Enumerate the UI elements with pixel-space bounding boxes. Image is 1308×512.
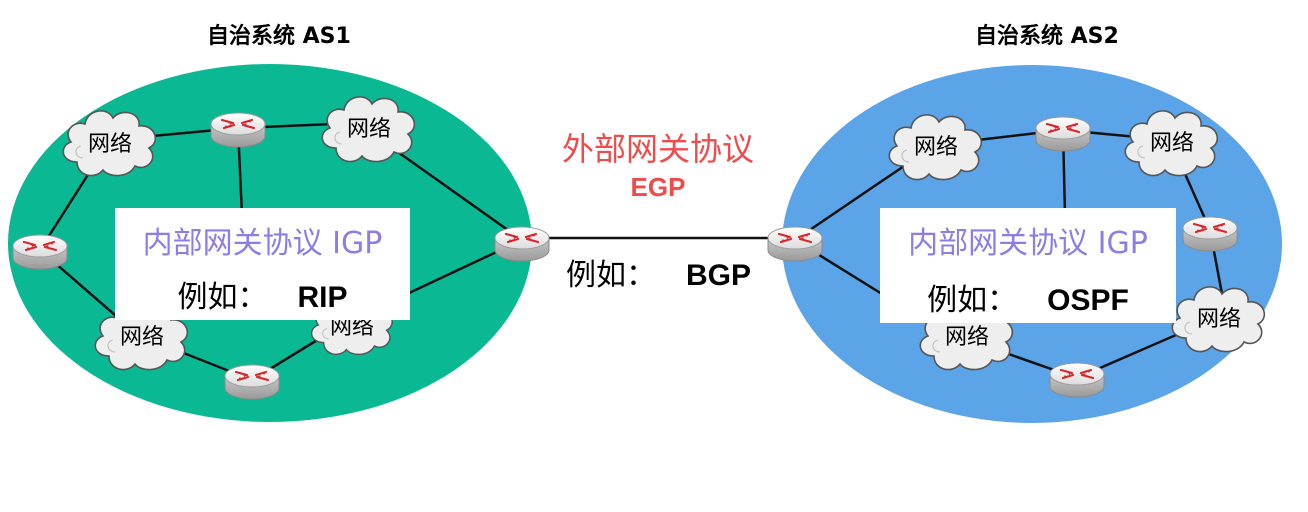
as1-igp-panel: 内部网关协议 IGP 例如： RIP <box>115 208 410 320</box>
cloud-label: 网络 <box>347 117 391 142</box>
egp-abbr: EGP <box>630 172 686 202</box>
cloud-label: 网络 <box>88 132 132 157</box>
as1-igp-label: 内部网关协议 IGP <box>142 226 383 261</box>
router-icon <box>1181 215 1239 253</box>
router-icon <box>11 233 69 271</box>
as1-example: 例如： RIP <box>115 272 410 316</box>
router-icon <box>493 225 551 263</box>
as2-cloud-2: 网络 <box>1124 110 1219 177</box>
router-icon <box>209 111 267 149</box>
router-icon <box>766 225 824 263</box>
cloud-label: 网络 <box>945 325 989 350</box>
as2-example-prefix: 例如： <box>927 283 1018 318</box>
as2-example-value: OSPF <box>1047 284 1129 317</box>
as2-cloud-1: 网络 <box>888 114 983 181</box>
as2-igp-panel: 内部网关协议 IGP 例如： OSPF <box>880 208 1176 323</box>
router-icon <box>1048 361 1106 399</box>
as2-cloud-4: 网络 <box>1171 286 1266 353</box>
egp-example-prefix: 例如： <box>566 258 656 293</box>
as1-title: 自治系统 AS1 <box>207 24 351 49</box>
egp-label: 外部网关协议 <box>561 130 754 168</box>
cloud-label: 网络 <box>120 325 164 350</box>
as1-example-prefix: 例如： <box>177 280 268 315</box>
as2-example: 例如： OSPF <box>880 275 1176 319</box>
router-icon <box>223 363 281 401</box>
as2-igp-label: 内部网关协议 IGP <box>908 226 1148 261</box>
egp-example: 例如： BGP <box>566 250 751 294</box>
router-icon <box>1034 115 1092 153</box>
as2-title: 自治系统 AS2 <box>975 24 1119 49</box>
cloud-label: 网络 <box>1150 131 1194 156</box>
cloud-label: 网络 <box>914 135 958 160</box>
as1-cloud-3: 网络 <box>94 304 189 371</box>
as1-example-value: RIP <box>297 281 348 314</box>
cloud-label: 网络 <box>1197 307 1241 332</box>
as2-cloud-3: 网络 <box>919 304 1014 371</box>
egp-example-value: BGP <box>686 259 752 292</box>
as1-cloud-1: 网络 <box>62 110 157 177</box>
as1-cloud-2: 网络 <box>321 96 416 163</box>
